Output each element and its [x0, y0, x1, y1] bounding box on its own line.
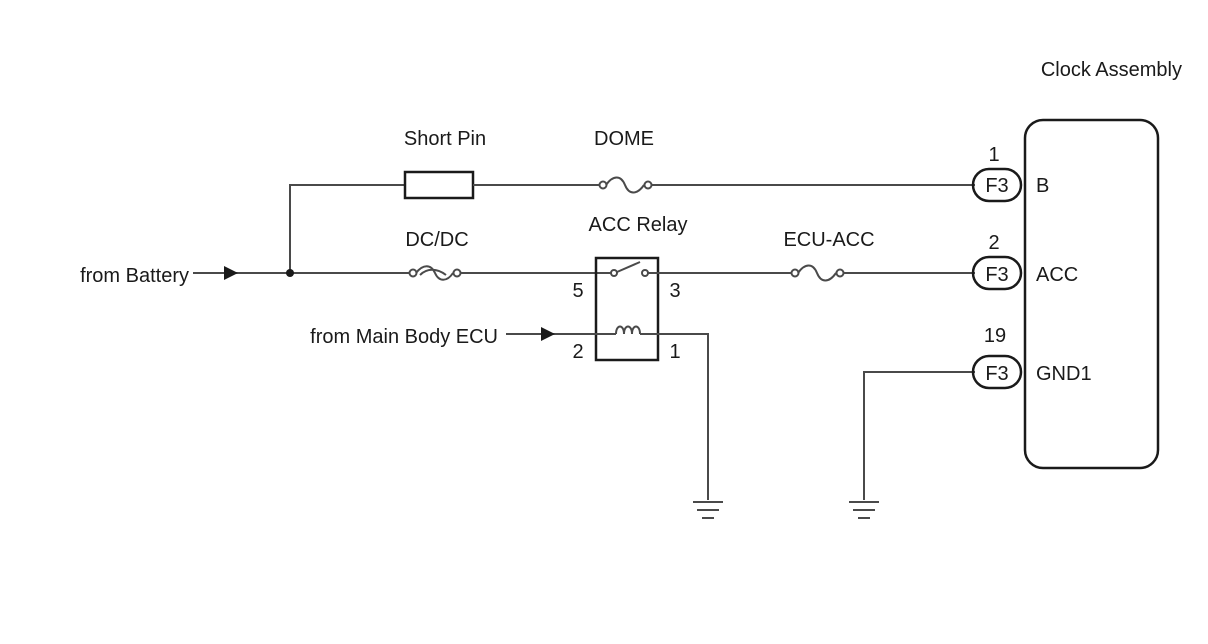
ground-symbol-relay	[693, 501, 723, 519]
connector-id: F3	[985, 264, 1008, 286]
main-body-ecu-input-label: from Main Body ECU	[310, 326, 498, 348]
relay-pin-1: 1	[669, 341, 680, 363]
terminal-name: ACC	[1036, 264, 1078, 286]
battery-input-label: from Battery	[80, 265, 189, 287]
relay-switch-symbol	[610, 261, 649, 277]
terminal-name: GND1	[1036, 363, 1092, 385]
connector-pin-number: 19	[984, 325, 1006, 347]
acc-relay-box	[594, 256, 660, 362]
connector-id: F3	[985, 175, 1008, 197]
relay-pin-3: 3	[669, 280, 680, 302]
short-pin-label: Short Pin	[404, 128, 486, 150]
short-pin-symbol	[403, 170, 475, 200]
connector-id: F3	[985, 363, 1008, 385]
clock-assembly-box	[1023, 118, 1160, 470]
relay-pin-2: 2	[572, 341, 583, 363]
dome-fuse-label: DOME	[594, 128, 654, 150]
connector-pin-number: 1	[988, 144, 999, 166]
connector-acc: 2 F3 ACC	[971, 232, 1078, 291]
component-title: Clock Assembly	[1041, 59, 1182, 81]
dcdc-fuse-label: DC/DC	[405, 229, 468, 251]
ecu-acc-fuse-symbol	[790, 264, 845, 282]
ground-symbol-clock	[849, 501, 879, 519]
junction-dot	[286, 269, 294, 277]
wire-gnd1	[863, 371, 975, 500]
connector-gnd1: 19 F3 GND1	[971, 325, 1092, 390]
main-body-ecu-arrow	[541, 327, 555, 341]
connector-b: 1 F3 B	[971, 144, 1049, 203]
acc-relay-label: ACC Relay	[589, 214, 688, 236]
battery-arrow	[224, 266, 238, 280]
terminal-name: B	[1036, 175, 1049, 197]
relay-pin-5: 5	[572, 280, 583, 302]
dome-fuse-symbol	[598, 176, 653, 194]
wire-top	[289, 184, 405, 272]
connector-pin-number: 2	[988, 232, 999, 254]
dcdc-fuse-symbol	[408, 265, 462, 281]
relay-coil-wire-right	[640, 333, 709, 500]
relay-coil-symbol	[615, 325, 641, 335]
ecu-acc-fuse-label: ECU-ACC	[783, 229, 874, 251]
